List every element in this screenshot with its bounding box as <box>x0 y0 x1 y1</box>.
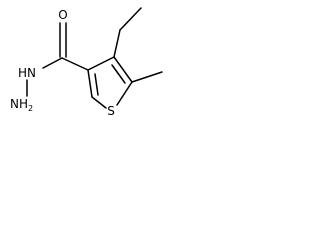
atom-amine-n: NH2 <box>10 97 33 113</box>
atom-labels: O HN NH2 S <box>10 8 115 118</box>
bond-c4-c5-inner <box>111 64 126 84</box>
bonds <box>26 7 163 109</box>
atom-amine-subscript: 2 <box>28 104 33 113</box>
bond-c4-ethyl-ch2 <box>113 29 121 58</box>
atom-hydrazide-n: HN <box>18 66 36 80</box>
bond-c2-c3 <box>87 69 93 98</box>
bond-s-c2 <box>91 96 107 109</box>
bond-c3-carbonyl <box>61 57 89 71</box>
molecule-diagram: O HN NH2 S <box>10 7 163 118</box>
bond-ethyl-ch2-ch3 <box>119 7 142 31</box>
bond-c5-methyl <box>131 71 163 83</box>
bond-c4-c5 <box>113 56 133 83</box>
bond-c2-c3-inner <box>94 73 99 96</box>
bond-c5-s <box>116 81 133 106</box>
atom-sulfur: S <box>107 104 115 118</box>
bond-c3-c4 <box>87 56 115 71</box>
atom-oxygen: O <box>58 8 67 22</box>
atom-amine-n-text: NH <box>10 97 28 111</box>
bond-carbonyl-hn <box>42 57 63 69</box>
